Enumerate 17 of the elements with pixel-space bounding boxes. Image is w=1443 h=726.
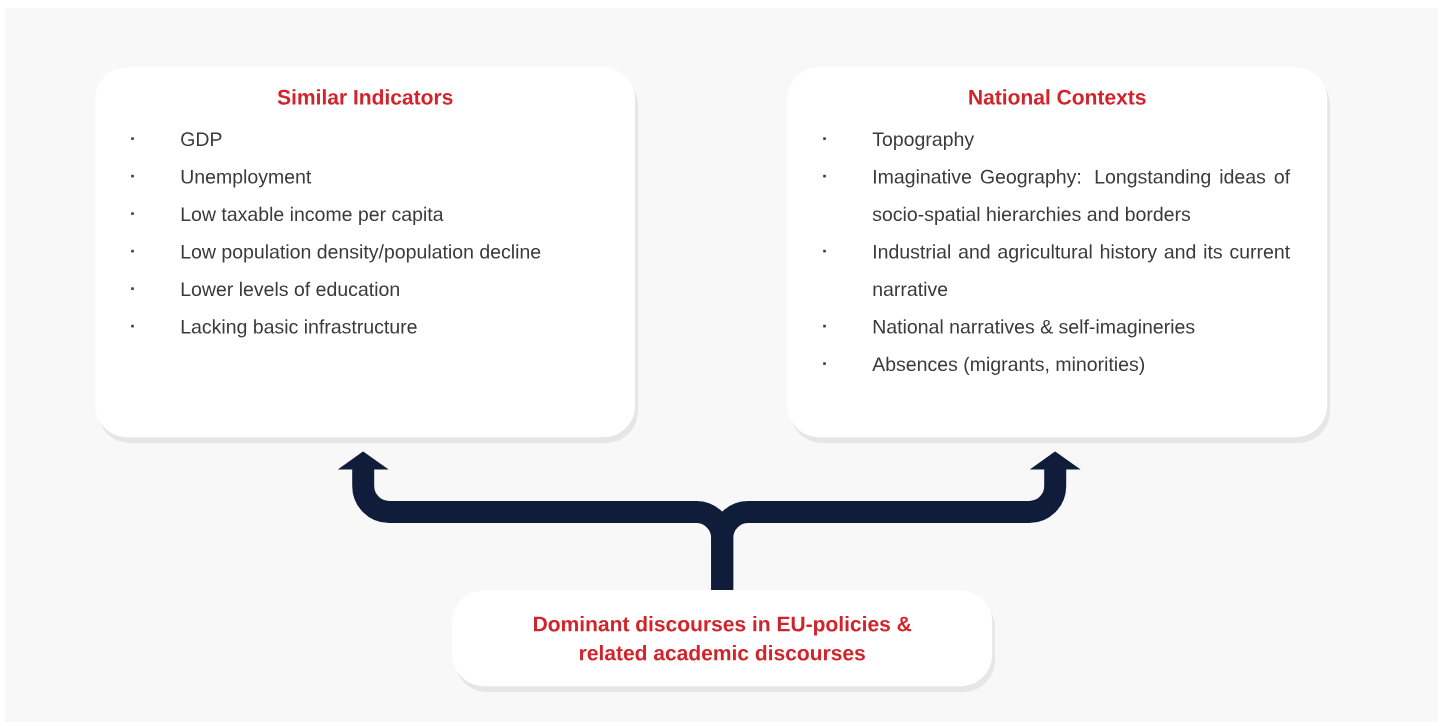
list-item: Industrial and agricultural history and its current narrative [873,244,1290,297]
list-item: Lower levels of education [181,281,399,297]
list-item: Imaginative Geography: Longstanding ideas of socio-spatial hierarchies and borders [872,169,1291,225]
list-item: GDP [181,132,222,147]
text-box [452,590,993,687]
list-item: Low taxable income per capita [181,206,444,225]
text-box [95,67,636,438]
list-item: Topography [872,131,975,150]
box-heading: Similar Indicators [277,89,453,105]
text-box [787,67,1328,438]
box-heading: Dominant discourses in EU-policies & related academic discourses [534,616,912,661]
list-item: National narratives & self-imagineries [873,319,1195,338]
list-item: Absences (migrants, minorities) [872,356,1145,375]
list-item: Unemployment [181,169,312,188]
list-item: Low population density/population decline [181,244,541,263]
list-item: Lacking basic infrastructure [181,319,417,338]
box-heading: National Contexts [969,89,1146,105]
